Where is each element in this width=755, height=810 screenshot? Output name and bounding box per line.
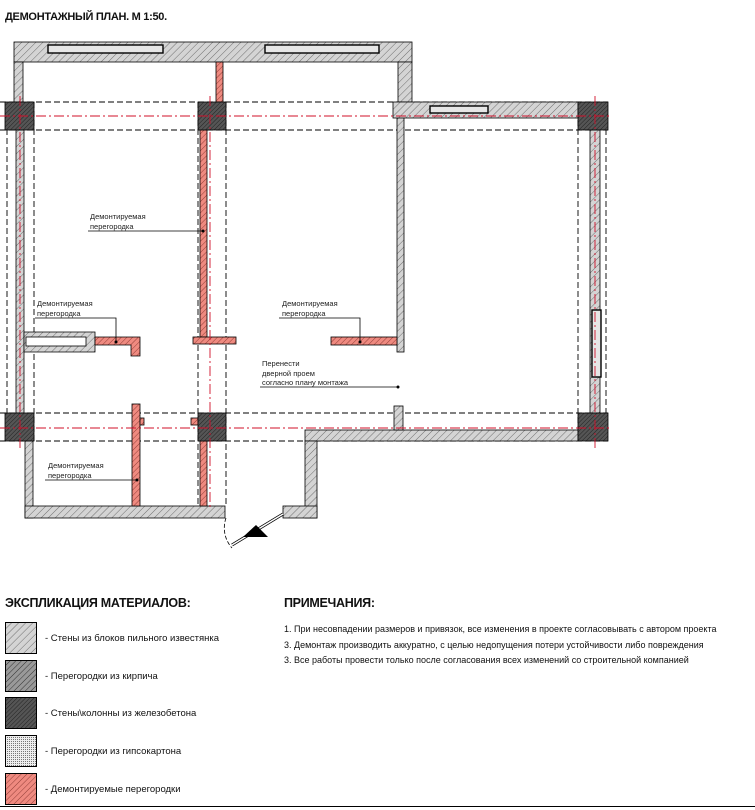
note-item: 3. Все работы провести только после согл… <box>284 655 689 665</box>
demolished-swatch-icon <box>5 773 37 805</box>
legend-item-limestone: - Стены из блоков пильного известянка <box>5 622 405 654</box>
demolished-partitions <box>94 61 398 507</box>
label-partition: Демонтируемая <box>48 461 104 470</box>
notes-heading: ПРИМЕЧАНИЯ: <box>284 596 375 610</box>
label-partition: Демонтируемая <box>282 299 338 308</box>
window <box>429 105 489 114</box>
label-door-move: Перенести <box>262 359 300 368</box>
window <box>591 309 602 378</box>
label-partition: перегородка <box>90 222 134 231</box>
labels: Демонтируемая перегородка Демонтируемая … <box>37 212 349 480</box>
label-partition: перегородка <box>48 471 92 480</box>
concrete-columns <box>4 101 609 442</box>
leader-lines <box>35 230 398 481</box>
label-partition: перегородка <box>37 309 81 318</box>
entrance-arrow-icon <box>243 525 268 537</box>
label-door-move: согласно плану монтажа <box>262 378 349 387</box>
brick-swatch-icon <box>5 660 37 692</box>
note-item: 1. При несовпадении размеров и привязок,… <box>284 624 717 634</box>
concrete-swatch-icon <box>5 697 37 729</box>
frame-line <box>0 806 755 807</box>
floor-plan: Демонтируемая перегородка Демонтируемая … <box>0 41 612 549</box>
axis-lines <box>0 96 612 510</box>
window <box>264 44 380 54</box>
label-partition: Демонтируемая <box>37 299 93 308</box>
legend-item-demolished: - Демонтируемые перегородки <box>5 773 405 805</box>
limestone-walls <box>13 41 601 519</box>
legend-item-drywall: - Перегородки из гипсокартона <box>5 735 405 767</box>
limestone-swatch-icon <box>5 622 37 654</box>
window <box>47 44 164 54</box>
legend-item-brick: - Перегородки из кирпича <box>5 660 405 692</box>
entrance-door <box>223 512 284 549</box>
label-partition: перегородка <box>282 309 326 318</box>
label-partition: Демонтируемая <box>90 212 146 221</box>
note-item: 3. Демонтаж производить аккуратно, с цел… <box>284 640 704 650</box>
plan-title: ДЕМОНТАЖНЫЙ ПЛАН. М 1:50. <box>5 11 167 23</box>
label-door-move: дверной проем <box>262 369 315 378</box>
drywall-swatch-icon <box>5 735 37 767</box>
legend-heading: ЭКСПЛИКАЦИЯ МАТЕРИАЛОВ: <box>5 596 191 610</box>
legend-item-concrete: - Стены\колонны из железобетона <box>5 697 405 729</box>
windows <box>47 44 602 378</box>
